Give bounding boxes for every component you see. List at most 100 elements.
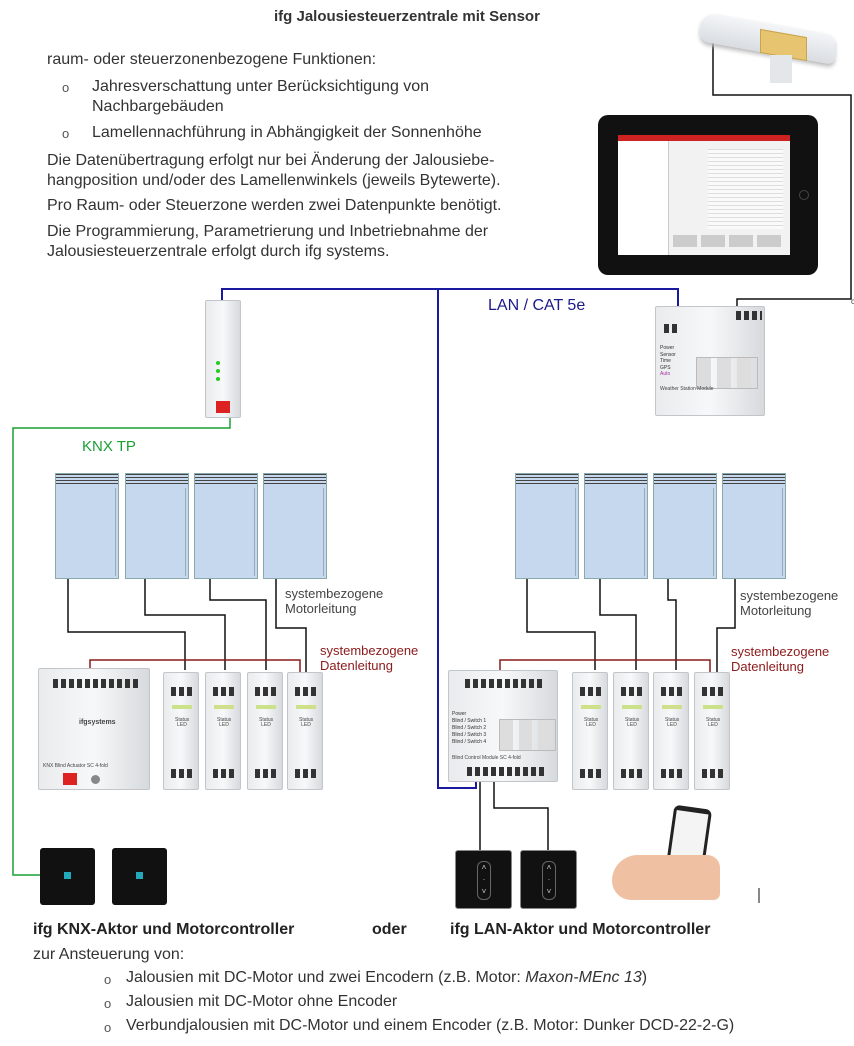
switch-line-2 [493, 780, 549, 850]
data-line-label-2: Datenleitung [320, 658, 393, 673]
data-line-right [499, 659, 711, 676]
blind [584, 473, 648, 579]
led-label: GPS [660, 364, 671, 371]
sun-sensor-image [700, 11, 840, 83]
bullet-marker: o [62, 126, 70, 141]
footer-item-end: ) [641, 969, 648, 986]
led-label: Blind / Switch 3 [452, 732, 487, 738]
status-led-label: Status LED [299, 717, 314, 728]
lan-blind-control-module: Power Blind / Switch 1 Blind / Switch 2 … [448, 670, 558, 782]
paragraph: Jalousiesteuerzentrale erfolgt durch ifg… [47, 243, 390, 260]
led-label: Blind / Switch 2 [452, 725, 487, 731]
data-line-label-2: Datenleitung [731, 659, 804, 674]
led-label: Blind / Switch 1 [452, 718, 487, 724]
led-label: Time [660, 358, 671, 364]
data-line-label-1: systembezogene [320, 643, 419, 658]
bullet-marker: o [104, 1020, 112, 1035]
status-led-label: Status LED [259, 717, 274, 728]
lan-cable-to-actuator [437, 289, 477, 789]
blind-switch-1[interactable]: ˄·˅ [455, 850, 512, 909]
footer-item: Jalousien mit DC-Motor und zwei Encodern… [126, 968, 647, 987]
data-line-label-1: systembezogene [731, 644, 830, 659]
bullet-text: Jahresverschattung unter Berücksichtigun… [92, 78, 430, 95]
weather-module-label: Weather Station Module [660, 386, 714, 392]
stray-mark: c [851, 297, 854, 306]
led-label: Power [452, 711, 467, 717]
lan-cable [221, 288, 679, 318]
lan-actuator-title: ifg LAN-Aktor und Motorcontroller [450, 921, 711, 938]
status-led-label: Status LED [175, 717, 190, 728]
knx-blind-actuator: ifgsystems KNX Blind Actuator SC 4-fold [38, 668, 150, 790]
paragraph: Die Programmierung, Parametrierung und I… [47, 223, 489, 240]
lan-actuator-label: Blind Control Module SC 4-fold [452, 755, 521, 761]
blind [55, 473, 119, 579]
bullet-marker: o [104, 996, 112, 1011]
status-led-label: Status LED [584, 717, 599, 728]
led-label: Blind / Switch 4 [452, 739, 487, 745]
knx-actuator-title: ifg KNX-Aktor und Motorcontroller [33, 921, 295, 938]
status-led-label: Status LED [706, 717, 721, 728]
smartphone-hand-image [612, 804, 722, 905]
knx-push-button-1[interactable] [40, 848, 95, 905]
motor-control-module: Status LED [163, 672, 199, 790]
paragraph: hangposition und/oder des Lamellenwinkel… [47, 172, 501, 189]
brand-label: ifgsystems [79, 719, 116, 726]
blind [515, 473, 579, 579]
blind-switch-2[interactable]: ˄·˅ [520, 850, 577, 909]
footer-subtitle: zur Ansteuerung von: [33, 946, 185, 963]
knx-bus-cable [12, 412, 231, 876]
bullet-marker: o [62, 80, 70, 95]
blind [722, 473, 786, 579]
motor-lines-right [526, 579, 736, 672]
motor-control-module: Status LED [287, 672, 323, 790]
status-led-label: Status LED [217, 717, 232, 728]
motor-control-module: Status LED [613, 672, 649, 790]
knx-push-button-2[interactable] [112, 848, 167, 905]
footer-item: Jalousien mit DC-Motor ohne Encoder [126, 993, 398, 1010]
motor-line-label-1: systembezogene [285, 586, 384, 601]
motor-lines-left [67, 579, 307, 672]
blind [194, 473, 258, 579]
footer-item: Verbundjalousien mit DC-Motor und einem … [126, 1017, 735, 1034]
motor-control-module: Status LED [205, 672, 241, 790]
motor-line-label-1: systembezogene [740, 588, 839, 603]
knx-actuator-label: KNX Blind Actuator SC 4-fold [43, 763, 108, 769]
bullet-text: Lamellennachführung in Abhängigkeit der … [92, 124, 482, 141]
up-down-icon: ˄·˅ [542, 861, 556, 900]
blind [125, 473, 189, 579]
sensor-cable [712, 42, 852, 312]
led-label: Auto [660, 371, 671, 377]
blind [653, 473, 717, 579]
page-title: ifg Jalousiesteuerzentrale mit Sensor [274, 8, 540, 25]
lan-label: LAN / CAT 5e [488, 297, 586, 314]
bullet-marker: o [104, 972, 112, 987]
up-down-icon: ˄·˅ [477, 861, 491, 900]
motor-line-label-2: Motorleitung [285, 601, 357, 616]
paragraph: Die Datenübertragung erfolgt nur bei Änd… [47, 152, 495, 169]
knx-ip-interface-module [205, 300, 241, 418]
motor-line-label-2: Motorleitung [740, 603, 812, 618]
knx-label: KNX TP [82, 438, 136, 455]
led-label: Power [660, 345, 675, 351]
motor-control-module: Status LED [694, 672, 730, 790]
motor-model: Maxon-MEnc 13 [525, 969, 642, 986]
footer-item-text: Jalousien mit DC-Motor und zwei Encodern… [126, 969, 526, 986]
led-label: Sensor [660, 351, 676, 358]
or-label: oder [372, 921, 407, 938]
motor-control-module: Status LED [572, 672, 608, 790]
paragraph: Pro Raum- oder Steuerzone werden zwei Da… [47, 197, 502, 214]
intro-heading: raum- oder steuerzonenbezogene Funktione… [47, 51, 377, 68]
motor-control-module: Status LED [247, 672, 283, 790]
motor-control-module: Status LED [653, 672, 689, 790]
blind [263, 473, 327, 579]
status-led-label: Status LED [665, 717, 680, 728]
tablet-image [598, 115, 818, 275]
status-led-label: Status LED [625, 717, 640, 728]
bullet-text: Nachbargebäuden [92, 98, 224, 115]
